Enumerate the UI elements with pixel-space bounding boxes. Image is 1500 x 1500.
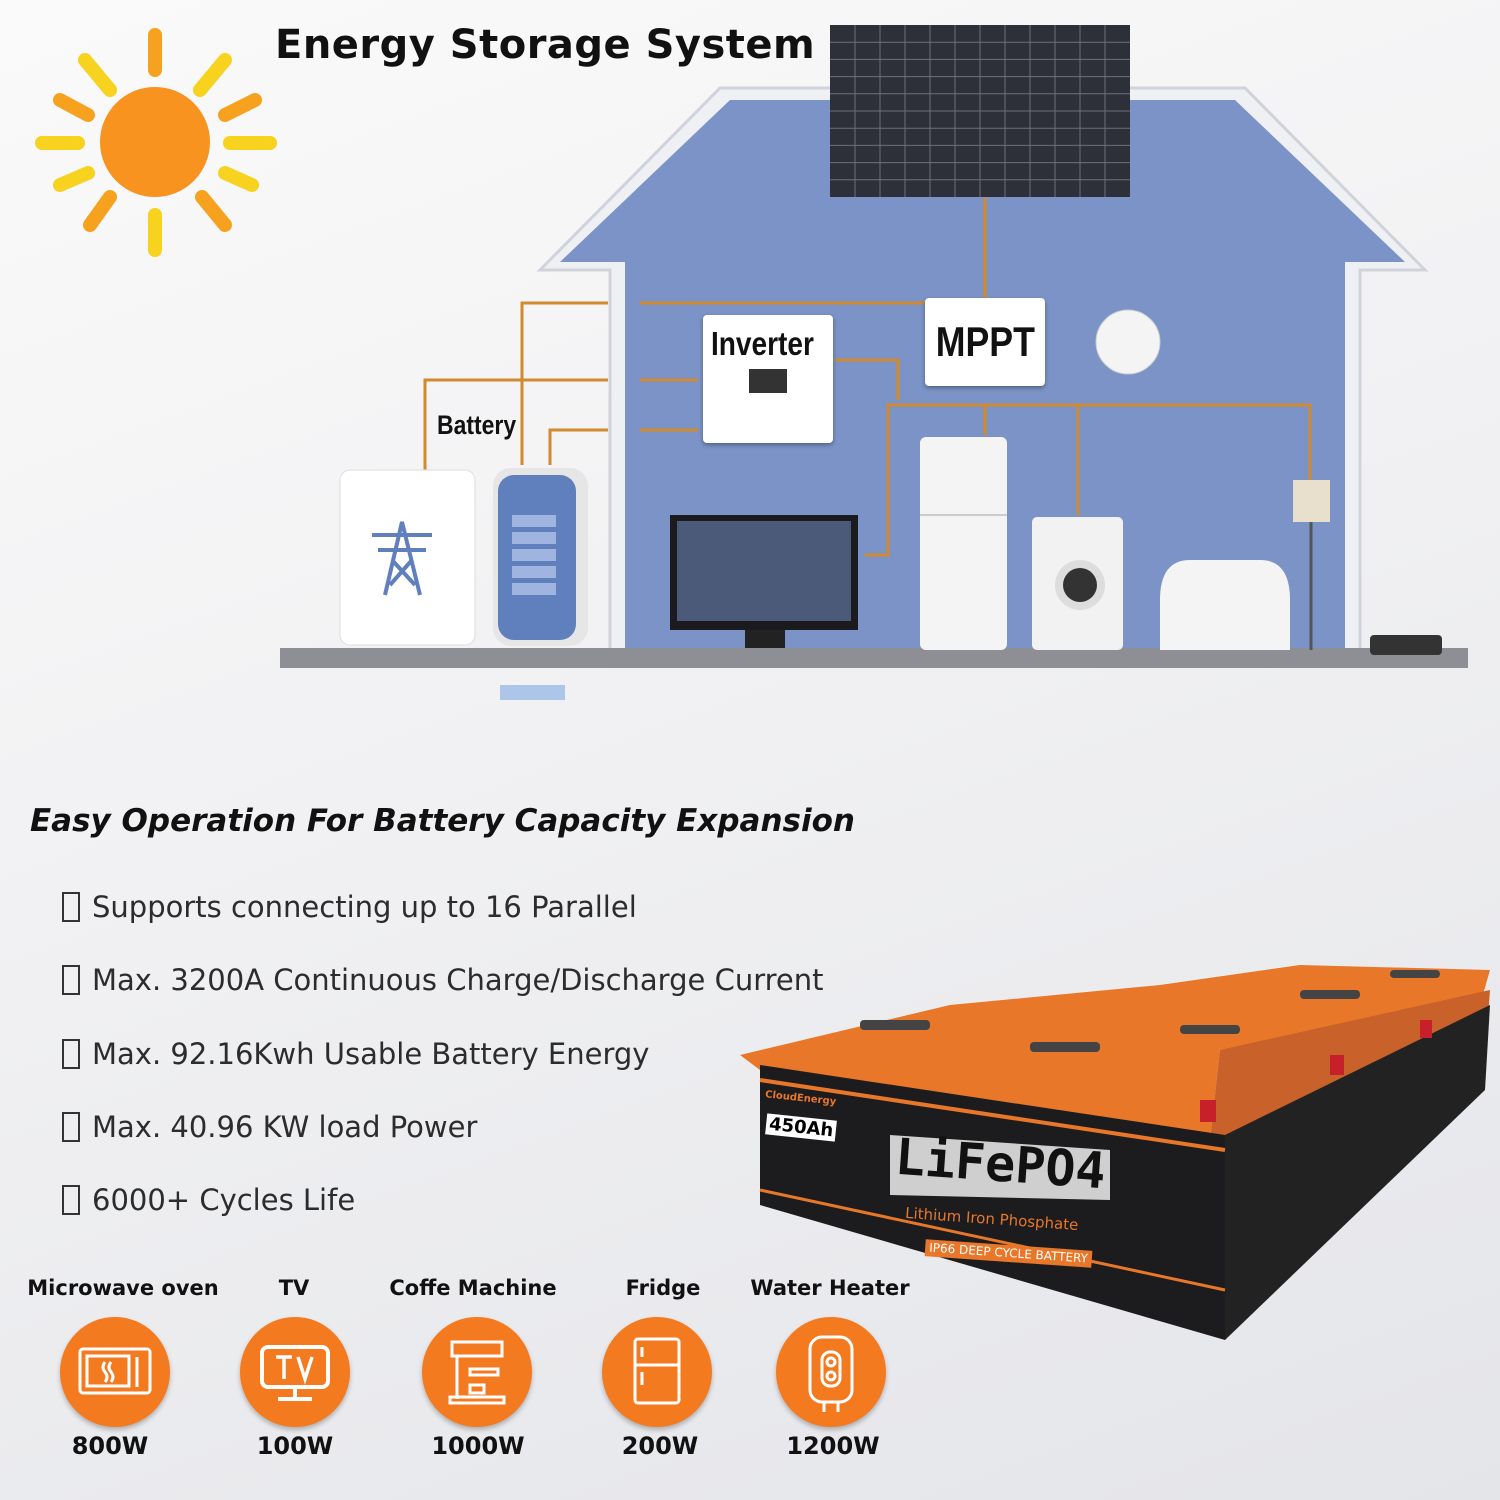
feature-item: Supports connecting up to 16 Parallel: [62, 890, 637, 924]
lifepo4-battery-bank: [740, 965, 1490, 1340]
tv-icon: [240, 1317, 350, 1427]
feature-text: Max. 92.16Kwh Usable Battery Energy: [92, 1037, 650, 1071]
feature-text: 6000+ Cycles Life: [92, 1183, 356, 1217]
appliance-label: Fridge: [625, 1276, 701, 1300]
feature-item: Max. 92.16Kwh Usable Battery Energy: [62, 1037, 649, 1071]
water-heater-icon: [776, 1317, 886, 1427]
microwave-icon: [60, 1317, 170, 1427]
inverter-box: Inverter: [703, 315, 833, 443]
feature-text: Supports connecting up to 16 Parallel: [92, 890, 637, 924]
feature-item: Max. 40.96 KW load Power: [62, 1110, 477, 1144]
appliance-power: 200W: [621, 1432, 699, 1460]
battery-label: Battery: [437, 410, 517, 440]
appliance-power: 1200W: [786, 1432, 880, 1460]
bullet-box-icon: [62, 965, 80, 995]
appliance-power: 1000W: [431, 1432, 525, 1460]
fridge-icon: [602, 1317, 712, 1427]
sun-icon: [35, 28, 277, 257]
mppt-label: MPPT: [935, 318, 1035, 365]
appliance-label: Water Heater: [750, 1276, 910, 1300]
feature-item: 6000+ Cycles Life: [62, 1183, 355, 1217]
coffee-machine-icon: [422, 1317, 532, 1427]
mppt-box: MPPT: [925, 298, 1045, 386]
bullet-box-icon: [62, 892, 80, 922]
appliance-label: TV: [278, 1276, 310, 1300]
feature-item: Max. 3200A Continuous Charge/Discharge C…: [62, 963, 824, 997]
appliance-power: 100W: [256, 1432, 334, 1460]
bullet-box-icon: [62, 1185, 80, 1215]
page-title: Energy Storage System: [275, 22, 816, 68]
appliance-label: Microwave oven: [27, 1276, 219, 1300]
inverter-display-icon: [749, 369, 787, 393]
bullet-box-icon: [62, 1112, 80, 1142]
bullet-box-icon: [62, 1039, 80, 1069]
feature-text: Max. 40.96 KW load Power: [92, 1110, 478, 1144]
inverter-label: Inverter: [711, 325, 814, 362]
expansion-heading: Easy Operation For Battery Capacity Expa…: [30, 803, 855, 839]
feature-text: Max. 3200A Continuous Charge/Discharge C…: [92, 963, 824, 997]
appliance-label: Coffe Machine: [389, 1276, 557, 1300]
appliance-power: 800W: [71, 1432, 149, 1460]
power-tower-icon: [372, 521, 432, 596]
